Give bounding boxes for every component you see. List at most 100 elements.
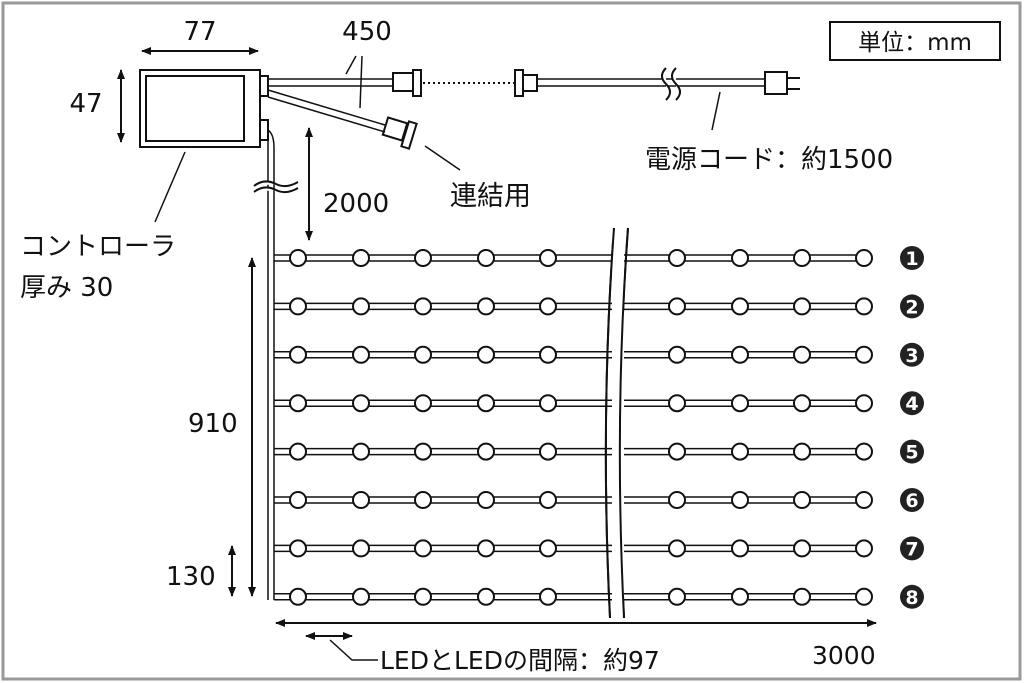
led-bulb [539,442,557,461]
led-bulb [539,249,557,267]
led-rows: 1 2 3 4 5 6 7 8 [274,246,924,609]
led-bulb [477,442,495,461]
row-number: 2 [905,296,918,318]
row-number: 4 [905,393,918,415]
led-bulb [855,587,873,606]
row-number-badge [900,342,924,367]
row-spacing: 130 [166,562,216,592]
led-row: 4 [274,391,924,416]
led-bulb [352,539,370,558]
led-bulb [414,345,432,364]
unit-label: 単位：mm [858,30,972,56]
row-number-badge [900,536,924,561]
led-bulb [539,491,557,509]
led-bulb [539,587,557,606]
led-bulb [855,345,873,364]
led-bulb [539,394,557,413]
led-bulb [731,345,749,364]
led-bulb [539,539,557,558]
led-bulb [539,345,557,364]
link-label: 連結用 [450,181,531,212]
led-bulb [477,394,495,413]
led-bulb [352,297,370,316]
led-bulb [855,297,873,316]
led-bulb [352,249,370,267]
led-bulb [414,491,432,509]
led-bulb [289,249,307,267]
led-bulb [855,442,873,461]
led-bulb [414,394,432,413]
led-bulb [793,442,811,461]
led-bulb [477,539,495,558]
cables [253,67,800,600]
led-bulb [731,491,749,509]
led-bulb [668,249,686,267]
controller-height: 47 [69,89,102,119]
lead-length: 2000 [323,189,389,219]
led-bulb [731,394,749,413]
led-bulb [289,394,307,413]
led-bulb [477,249,495,267]
led-bulb [731,587,749,606]
led-bulb [668,491,686,509]
controller-thickness: 厚み 30 [20,273,113,303]
led-bulb [668,539,686,558]
led-row: 7 [274,536,924,561]
led-bulb [352,394,370,413]
led-bulb [793,394,811,413]
row-number: 3 [905,345,918,367]
controller-leader [154,151,186,223]
row-number: 6 [905,490,918,512]
row-number: 7 [905,538,918,560]
led-bulb [793,249,811,267]
led-bulb [793,297,811,316]
led-bulb [731,297,749,316]
led-bulb [477,587,495,606]
led-bulb [414,442,432,461]
led-bulb [414,587,432,606]
led-row: 2 [274,294,924,319]
led-bulb [731,442,749,461]
total-height: 910 [188,409,238,439]
led-row: 3 [274,342,924,367]
led-bulb [477,345,495,364]
led-bulb [414,249,432,267]
led-bulb [289,442,307,461]
row-number-badge [900,439,924,464]
controller-width: 77 [183,17,216,47]
total-width: 3000 [812,641,876,670]
unit-box: 単位：mm [829,21,1001,61]
led-bulb [289,345,307,364]
led-bulb [414,539,432,558]
led-bulb [668,442,686,461]
row-number: 8 [905,587,918,609]
led-bulb [855,491,873,509]
led-bulb [668,297,686,316]
led-bulb [668,394,686,413]
row-number: 1 [905,248,918,270]
led-bulb [289,297,307,316]
led-bulb [731,249,749,267]
row-number: 5 [905,442,918,464]
led-bulb [731,539,749,558]
cable-length: 450 [342,17,392,47]
led-bulb [793,345,811,364]
led-bulb [793,491,811,509]
led-bulb [289,491,307,509]
led-bulb [352,491,370,509]
controller [139,69,269,148]
led-bulb [855,249,873,267]
led-bulb [289,539,307,558]
led-bulb [793,587,811,606]
led-bulb [855,394,873,413]
led-bulb [668,587,686,606]
led-row: 8 [274,584,924,609]
led-bulb [855,539,873,558]
led-spacing-label: LEDとLEDの間隔：約97 [380,646,660,675]
row-number-badge [900,294,924,319]
led-row: 1 [274,246,924,270]
led-bulb [668,345,686,364]
led-bulb [539,297,557,316]
